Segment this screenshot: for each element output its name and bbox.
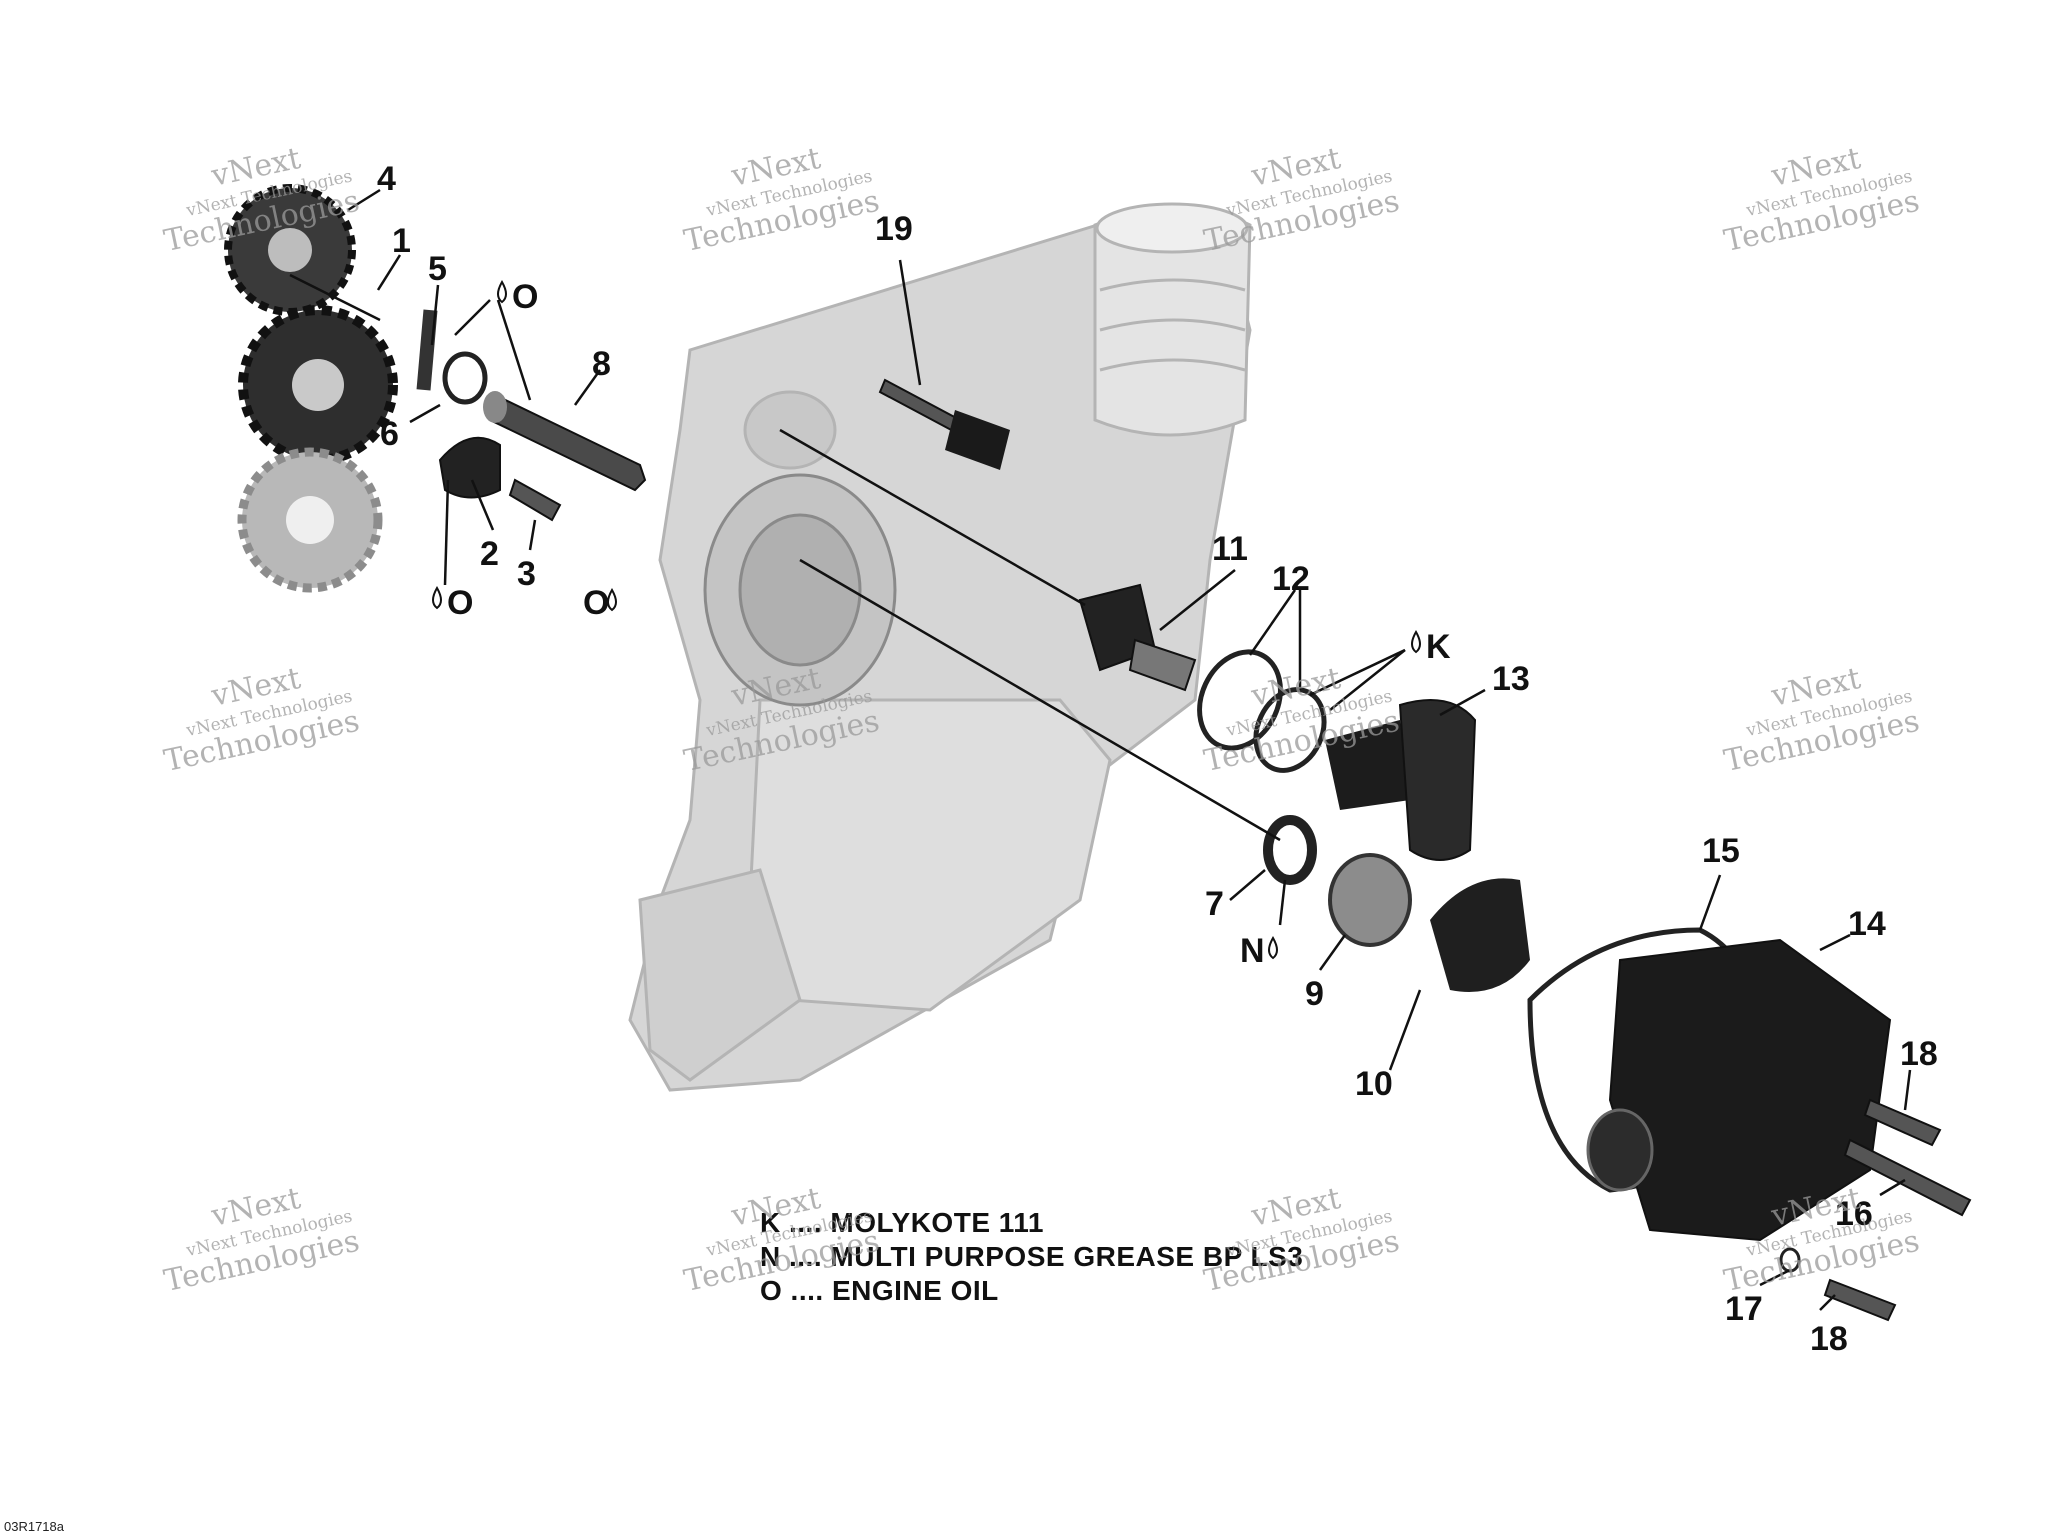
- lube-mark-o-3: O: [583, 584, 617, 622]
- svg-text:O: O: [583, 584, 609, 622]
- callout-9: 9: [1305, 975, 1324, 1013]
- lube-mark-k: K: [1411, 628, 1451, 666]
- legend-o: O .... ENGINE OIL: [760, 1275, 999, 1306]
- lubricant-legend: K .... MOLYKOTE 111 N .... MULTI PURPOSE…: [760, 1207, 1303, 1306]
- seal-part-7: [1263, 815, 1317, 885]
- callout-18-lower: 18: [1810, 1320, 1848, 1358]
- gear-grey: [237, 447, 383, 593]
- callout-13: 13: [1492, 660, 1530, 698]
- svg-text:O: O: [447, 584, 473, 622]
- legend-n: N .... MULTI PURPOSE GREASE BP LS3: [760, 1241, 1303, 1272]
- gear-part-1: [238, 305, 398, 465]
- callout-3: 3: [517, 555, 536, 593]
- bearing-part-9: [1328, 853, 1412, 947]
- lube-mark-n: N: [1240, 932, 1278, 970]
- callout-19: 19: [875, 210, 913, 248]
- impeller-part-10: [1430, 878, 1530, 992]
- callout-7: 7: [1205, 885, 1224, 923]
- legend-k: K .... MOLYKOTE 111: [760, 1207, 1044, 1238]
- gear-part-4: [224, 184, 356, 316]
- callout-16: 16: [1835, 1195, 1873, 1233]
- assembly-axis-lines: [289, 273, 1281, 842]
- lubricant-marks: O O O K N: [432, 278, 1451, 970]
- callout-5: 5: [428, 250, 447, 288]
- svg-text:K: K: [1426, 628, 1451, 666]
- o-ring-part-12b: [1253, 687, 1327, 773]
- leader-lines: [347, 188, 1912, 1311]
- callout-14: 14: [1848, 905, 1886, 943]
- bolt-part-18-lower: [1823, 1278, 1897, 1322]
- callout-2: 2: [480, 535, 499, 573]
- bolt-part-16: [1843, 1138, 1972, 1217]
- callout-labels: 4 1 5 6 8 2 3 19 11 12 13 7 9 10 15 14 1…: [377, 160, 1938, 1358]
- bolt-part-18-upper: [1863, 1098, 1942, 1147]
- callout-8: 8: [592, 345, 611, 383]
- callout-11: 11: [1212, 530, 1248, 568]
- callout-18-upper: 18: [1900, 1035, 1938, 1073]
- lube-mark-o-2: O: [432, 584, 473, 622]
- cap-part-2: [438, 436, 501, 499]
- pump-housing-part-14: [1586, 938, 1892, 1242]
- callout-10: 10: [1355, 1065, 1393, 1103]
- o-ring-part-6: [442, 351, 488, 405]
- bolt-part-3: [508, 478, 562, 522]
- sensor-part-19: [878, 378, 1010, 470]
- thermostat-part-11: [1078, 583, 1197, 692]
- callout-17: 17: [1725, 1290, 1763, 1328]
- callout-15: 15: [1702, 832, 1740, 870]
- svg-text:O: O: [512, 278, 538, 316]
- callout-4: 4: [377, 160, 396, 198]
- svg-text:N: N: [1240, 932, 1265, 970]
- pin-part-5: [416, 309, 438, 391]
- reference-code: 03R1718a: [4, 1519, 64, 1534]
- elbow-part-13: [1325, 699, 1477, 861]
- callout-1: 1: [392, 222, 411, 260]
- lube-mark-o-1: O: [497, 278, 538, 316]
- callout-12: 12: [1272, 560, 1310, 598]
- callout-6: 6: [380, 415, 399, 453]
- o-ring-part-12a: [1197, 649, 1283, 751]
- shaft-part-8: [483, 391, 647, 492]
